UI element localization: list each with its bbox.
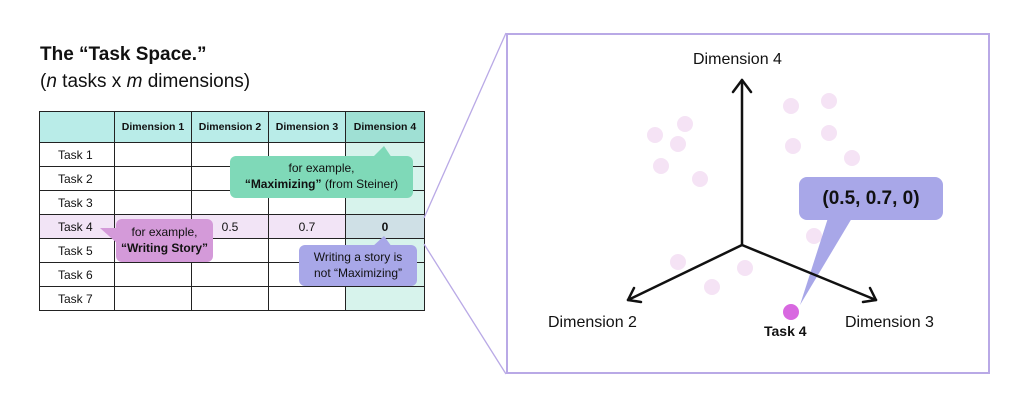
background-dot <box>806 228 822 244</box>
purple-callout-tail <box>372 236 392 247</box>
task4-point <box>783 304 799 320</box>
callout-text: Writing a story is <box>313 250 403 264</box>
table-cell: 0 <box>345 214 425 239</box>
row-label: Task 4 <box>39 214 115 239</box>
task4-point-label: Task 4 <box>764 323 807 339</box>
coordinate-callout: (0.5, 0.7, 0) <box>799 177 943 220</box>
table-header-row: Dimension 1 Dimension 2 Dimension 3 Dime… <box>39 111 425 143</box>
callout-text: not “Maximizing” <box>313 266 403 280</box>
table-cell <box>191 286 269 311</box>
background-dot <box>785 138 801 154</box>
table-cell <box>268 286 346 311</box>
axis-label-dimension-2: Dimension 2 <box>548 314 637 331</box>
table-header-dim4: Dimension 4 <box>345 111 425 143</box>
table-header-dim1: Dimension 1 <box>114 111 192 143</box>
background-dot <box>821 93 837 109</box>
green-callout-tail <box>372 146 392 158</box>
axis-label-dimension-3: Dimension 3 <box>845 314 934 331</box>
background-dot <box>670 136 686 152</box>
background-dot <box>844 150 860 166</box>
task-space-panel <box>506 33 990 374</box>
zoom-line-top <box>423 32 507 219</box>
pink-callout-tail <box>100 228 118 244</box>
callout-text: “Maximizing” (from Steiner) <box>244 177 399 191</box>
background-dot <box>704 279 720 295</box>
background-dot <box>677 116 693 132</box>
table-cell <box>345 286 425 311</box>
background-dot <box>653 158 669 174</box>
row-label: Task 5 <box>39 238 115 263</box>
background-dot <box>670 254 686 270</box>
page-title: The “Task Space.” <box>40 44 207 65</box>
axis-label-dimension-4: Dimension 4 <box>693 51 782 68</box>
page-subtitle: (n tasks x m dimensions) <box>40 71 251 92</box>
callout-not-maximizing: Writing a story is not “Maximizing” <box>299 245 417 286</box>
table-cell: 0.7 <box>268 214 346 239</box>
background-dot <box>821 125 837 141</box>
table-cell: 0.5 <box>191 214 269 239</box>
background-dot <box>737 260 753 276</box>
zoom-line-bottom <box>423 243 507 375</box>
table-row: Task 7 <box>39 286 425 311</box>
callout-text: “Writing Story” <box>120 241 209 255</box>
table-header-dim3: Dimension 3 <box>268 111 346 143</box>
callout-writing-story: for example, “Writing Story” <box>116 219 213 262</box>
background-dot <box>783 98 799 114</box>
row-label: Task 7 <box>39 286 115 311</box>
background-dot <box>692 171 708 187</box>
background-dot <box>647 127 663 143</box>
axis-dimension-2 <box>626 243 744 302</box>
axis-dimension-2-arrowhead <box>626 286 643 304</box>
table-cell <box>114 190 192 215</box>
callout-text: for example, <box>131 225 198 239</box>
callout-text: for example, <box>288 161 355 175</box>
table-header-dim2: Dimension 2 <box>191 111 269 143</box>
axis-dimension-3 <box>740 243 878 302</box>
axis-dimension-4-arrowhead <box>731 78 753 94</box>
row-label: Task 1 <box>39 142 115 167</box>
table-cell <box>114 286 192 311</box>
callout-maximizing: for example, “Maximizing” (from Steiner) <box>230 156 413 198</box>
axis-dimension-3-arrowhead <box>861 286 878 304</box>
coordinate-callout-tail <box>800 218 852 305</box>
